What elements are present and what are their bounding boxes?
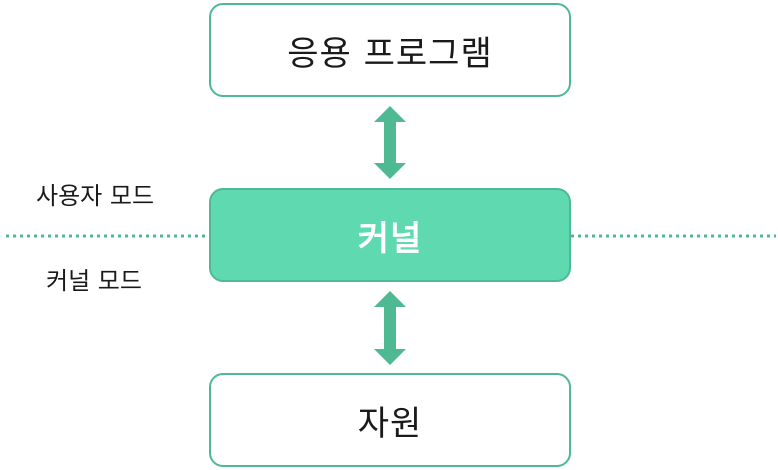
user-mode-label: 사용자 모드: [36, 182, 155, 210]
kernel-label: 커널: [357, 218, 423, 259]
application-label: 응용 프로그램: [287, 33, 493, 74]
resource-label: 자원: [357, 403, 423, 444]
kernel-mode-label: 커널 모드: [46, 267, 142, 295]
resource-box: 자원: [209, 373, 571, 467]
kernel-box: 커널: [209, 188, 571, 282]
application-box: 응용 프로그램: [209, 3, 571, 97]
double-arrow-kernel-resource: [374, 291, 406, 365]
double-arrow-app-kernel: [374, 106, 406, 179]
